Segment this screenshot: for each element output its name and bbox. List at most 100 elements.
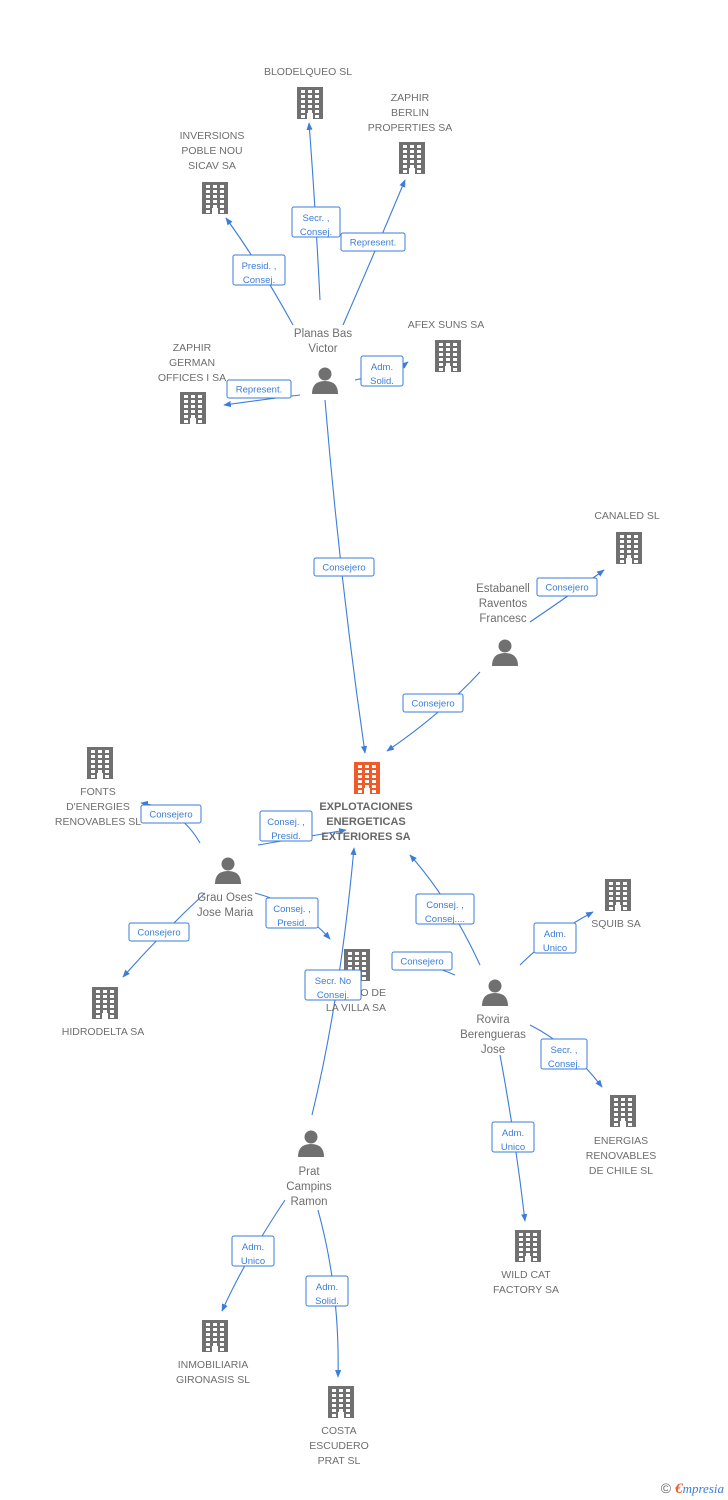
badge-text: Consejero	[149, 810, 192, 821]
badge-box	[533, 922, 577, 954]
relationship-badge[interactable]: Consejero	[313, 557, 375, 577]
node-label: Raventos	[479, 598, 528, 610]
badge-text: Secr. ,	[303, 213, 330, 224]
relationship-badge[interactable]: Consej. , Presid.	[259, 810, 313, 842]
node-afex[interactable]: AFEX SUNS SA	[408, 319, 484, 372]
relationship-badge[interactable]: Consej. ,Presid.	[265, 897, 319, 929]
building-icon	[202, 182, 228, 214]
relationship-badge[interactable]: Secr. ,Consej.	[291, 206, 341, 238]
building-icon	[610, 1095, 636, 1127]
node-label: Grau Oses	[197, 892, 253, 904]
badge-text: Represent.	[350, 238, 396, 249]
badge-text: Consejero	[322, 563, 365, 574]
relationship-badge[interactable]: Consejero	[140, 804, 202, 824]
badge-box	[140, 804, 202, 824]
building-icon	[202, 1320, 228, 1352]
node-main[interactable]: EXPLOTACIONES ENERGETICAS EXTERIORES SA	[319, 762, 413, 843]
node-label: WILD CAT	[501, 1269, 551, 1281]
node-label: OFFICES I SA	[158, 372, 226, 384]
edge-planas-to-blodelqueo	[306, 122, 321, 301]
relationship-badge[interactable]: Adm.Unico	[533, 922, 577, 954]
relationship-badge[interactable]: Adm.Solid.	[305, 1275, 349, 1307]
node-label: INVERSIONS	[180, 130, 245, 142]
node-label: HIDRODELTA SA	[62, 1026, 144, 1038]
person-icon	[215, 857, 241, 884]
badge-text: Consej. ,	[426, 900, 464, 911]
relationship-badge[interactable]: Adm.Unico	[231, 1235, 275, 1267]
node-label: ENERGETICAS	[326, 816, 405, 828]
relationship-badge[interactable]: Secr. ,Consej.	[540, 1038, 588, 1070]
node-label: PROPERTIES SA	[368, 122, 452, 134]
badge-text: Presid.	[271, 831, 301, 842]
node-label: ZAPHIR	[173, 342, 212, 354]
relationship-badge[interactable]: Consej. , Consej....	[415, 893, 475, 925]
relationship-badge[interactable]: Presid. ,Consej.	[232, 254, 286, 286]
node-label: Ramon	[290, 1196, 327, 1208]
badge-box	[259, 810, 313, 842]
relationship-badge[interactable]: Consejero	[128, 922, 190, 942]
node-label: Planas Bas	[294, 328, 352, 340]
node-canaled[interactable]: CANALED SL	[594, 510, 660, 564]
node-blodelqueo[interactable]: BLODELQUEO SL	[264, 66, 352, 119]
relationship-badge[interactable]: Consejero	[402, 693, 464, 713]
node-zaphir_german[interactable]: ZAPHIR GERMAN OFFICES I SA	[158, 342, 226, 424]
node-label: ZAPHIR	[391, 92, 430, 104]
badge-box	[415, 893, 475, 925]
node-label: COSTA	[321, 1425, 356, 1437]
badge-box	[491, 1121, 535, 1153]
badge-text: Adm.	[502, 1128, 524, 1139]
node-label: EXPLOTACIONES	[319, 801, 412, 813]
node-label: RENOVABLES	[586, 1150, 656, 1162]
node-label: RENOVABLES SL	[55, 816, 141, 828]
node-label: EXTERIORES SA	[321, 831, 410, 843]
edge-planas-to-zaphir_german	[223, 394, 301, 408]
badge-box	[305, 1275, 349, 1307]
badge-text: Adm.	[316, 1282, 338, 1293]
building-icon	[180, 392, 206, 424]
relationship-badge[interactable]: Consejero	[391, 951, 453, 971]
node-label: O DE	[360, 987, 386, 999]
node-label: Jose	[481, 1044, 505, 1056]
node-wildcat[interactable]: WILD CAT FACTORY SA	[493, 1230, 559, 1296]
badge-box	[540, 1038, 588, 1070]
badge-box	[313, 557, 375, 577]
building-icon	[297, 87, 323, 119]
node-label: ESCUDERO	[309, 1440, 369, 1452]
badge-box	[536, 577, 598, 597]
node-hidrodelta[interactable]: HIDRODELTA SA	[62, 987, 144, 1038]
node-label: GERMAN	[169, 357, 215, 369]
node-squib[interactable]: SQUIB SA	[591, 879, 641, 930]
node-label: AFEX SUNS SA	[408, 319, 484, 331]
building-icon	[92, 987, 118, 1019]
node-label: FACTORY SA	[493, 1284, 559, 1296]
node-label: GIRONASIS SL	[176, 1374, 250, 1386]
badge-text: Consej....	[425, 914, 465, 925]
badge-box	[391, 951, 453, 971]
badge-text: Solid.	[370, 376, 394, 387]
node-label: LA VILLA SA	[326, 1002, 386, 1014]
edge-estabanell-to-main	[386, 671, 481, 752]
node-label: ENERGIAS	[594, 1135, 648, 1147]
relationship-badge[interactable]: Represent.	[226, 379, 292, 399]
node-label: Prat	[298, 1166, 320, 1178]
relationship-badge[interactable]: Consejero	[536, 577, 598, 597]
badge-text: Consej. ,	[267, 817, 305, 828]
relationship-badge[interactable]: Adm.Solid.	[360, 355, 404, 387]
badge-text: Represent.	[236, 385, 282, 396]
building-icon	[605, 879, 631, 911]
relationship-badge[interactable]: Represent.	[340, 232, 406, 252]
relationship-badge[interactable]: Adm.Unico	[491, 1121, 535, 1153]
building-icon	[87, 747, 113, 779]
